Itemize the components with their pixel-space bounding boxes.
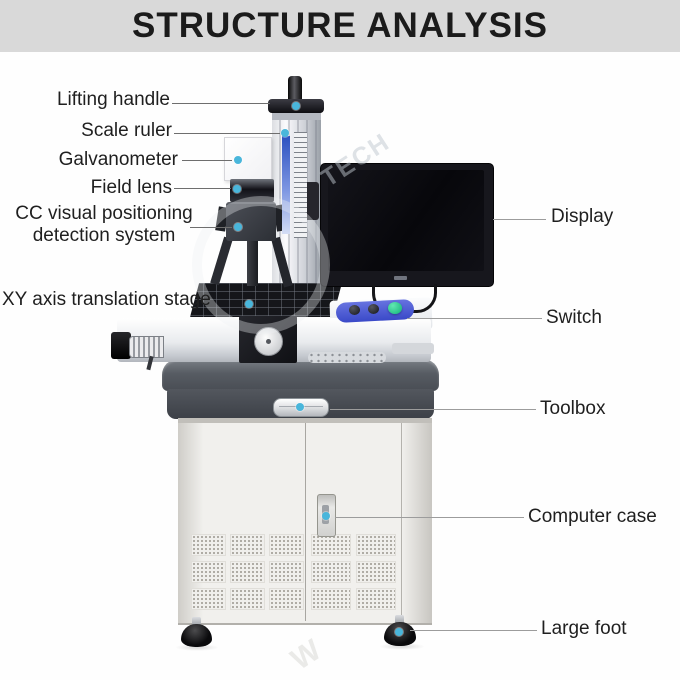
stage-side-tab <box>392 343 434 354</box>
monitor-brand-logo <box>394 276 407 280</box>
machine-foot-left <box>181 624 212 647</box>
callout-dot-cc-system <box>234 223 242 231</box>
label-xy-stage: XY axis translation stage <box>2 289 211 310</box>
leader-line-scale-ruler <box>174 133 280 134</box>
vent-grid <box>191 534 226 556</box>
cabinet-top-edge <box>178 418 432 423</box>
callout-dot-toolbox <box>296 403 304 411</box>
label-galvanometer: Galvanometer <box>58 149 178 170</box>
machine-table-top <box>162 359 439 391</box>
vent-grid <box>191 588 226 610</box>
label-display: Display <box>551 206 614 227</box>
vent-grid <box>311 588 351 610</box>
switch-button <box>368 304 379 314</box>
leader-line-switch <box>407 318 542 319</box>
switch-button <box>349 305 360 315</box>
vent-grid <box>269 588 304 610</box>
label-field-lens: Field lens <box>90 177 172 198</box>
foot-screw <box>192 617 201 626</box>
cabinet-door-seam <box>305 423 306 621</box>
callout-dot-scale-ruler <box>281 129 289 137</box>
micrometer-knob <box>129 336 164 358</box>
page-title: STRUCTURE ANALYSIS <box>131 6 548 45</box>
vent-grid <box>356 588 396 610</box>
label-large-foot: Large foot <box>541 618 627 639</box>
stage-front-rail <box>308 352 386 363</box>
cabinet-door-seam <box>401 423 402 621</box>
label-lifting-handle: Lifting handle <box>56 89 170 110</box>
callout-dot-galvanometer <box>234 156 242 164</box>
foot-shadow <box>379 643 425 650</box>
vent-grid <box>230 561 265 583</box>
vent-grid <box>269 561 304 583</box>
lifting-handle-stick <box>288 76 302 104</box>
foot-shadow <box>175 644 219 651</box>
callout-dot-large-foot <box>395 628 403 636</box>
vent-grid <box>311 534 351 556</box>
monitor-cable <box>402 284 437 313</box>
label-computer-case: Computer case <box>528 506 657 527</box>
leader-line-field-lens <box>174 188 231 189</box>
leader-line-toolbox <box>330 409 536 410</box>
label-cc-visual-line1: CC visual positioning <box>15 203 193 224</box>
display-screen <box>328 170 484 271</box>
galvanometer-box <box>224 137 272 181</box>
vent-grid <box>191 561 226 583</box>
column-cap <box>272 112 321 120</box>
callout-dot-computer-case <box>322 512 330 520</box>
vent-grid <box>269 534 304 556</box>
title-banner: STRUCTURE ANALYSIS <box>0 0 680 52</box>
vent-grid <box>356 561 396 583</box>
watermark-glyph: W <box>285 632 329 677</box>
switch-green-button <box>388 302 402 314</box>
leader-line-galvanometer <box>182 160 232 161</box>
leader-line-large-foot <box>410 630 537 631</box>
leader-line-cc-system <box>190 227 232 228</box>
vent-grid <box>311 561 351 583</box>
vent-grid <box>230 588 265 610</box>
vent-grid <box>230 534 265 556</box>
label-cc-visual-system: CC visual positioning detection system <box>0 203 208 247</box>
leader-line-lifting-handle <box>172 103 270 104</box>
label-scale-ruler: Scale ruler <box>81 120 172 141</box>
label-switch: Switch <box>546 307 602 328</box>
label-cc-visual-line2: detection system <box>32 225 176 246</box>
foot-screw <box>395 615 404 624</box>
callout-dot-lifting-handle <box>292 102 300 110</box>
leader-line-computer-case <box>335 517 524 518</box>
leader-line-display <box>493 219 546 220</box>
callout-dot-xy-stage <box>245 300 253 308</box>
label-toolbox: Toolbox <box>540 398 606 419</box>
scale-ruler-blue-strip <box>282 136 290 234</box>
callout-dot-field-lens <box>233 185 241 193</box>
vent-grid <box>356 534 396 556</box>
watermark-circle <box>192 196 330 334</box>
micrometer-ring <box>111 332 131 359</box>
